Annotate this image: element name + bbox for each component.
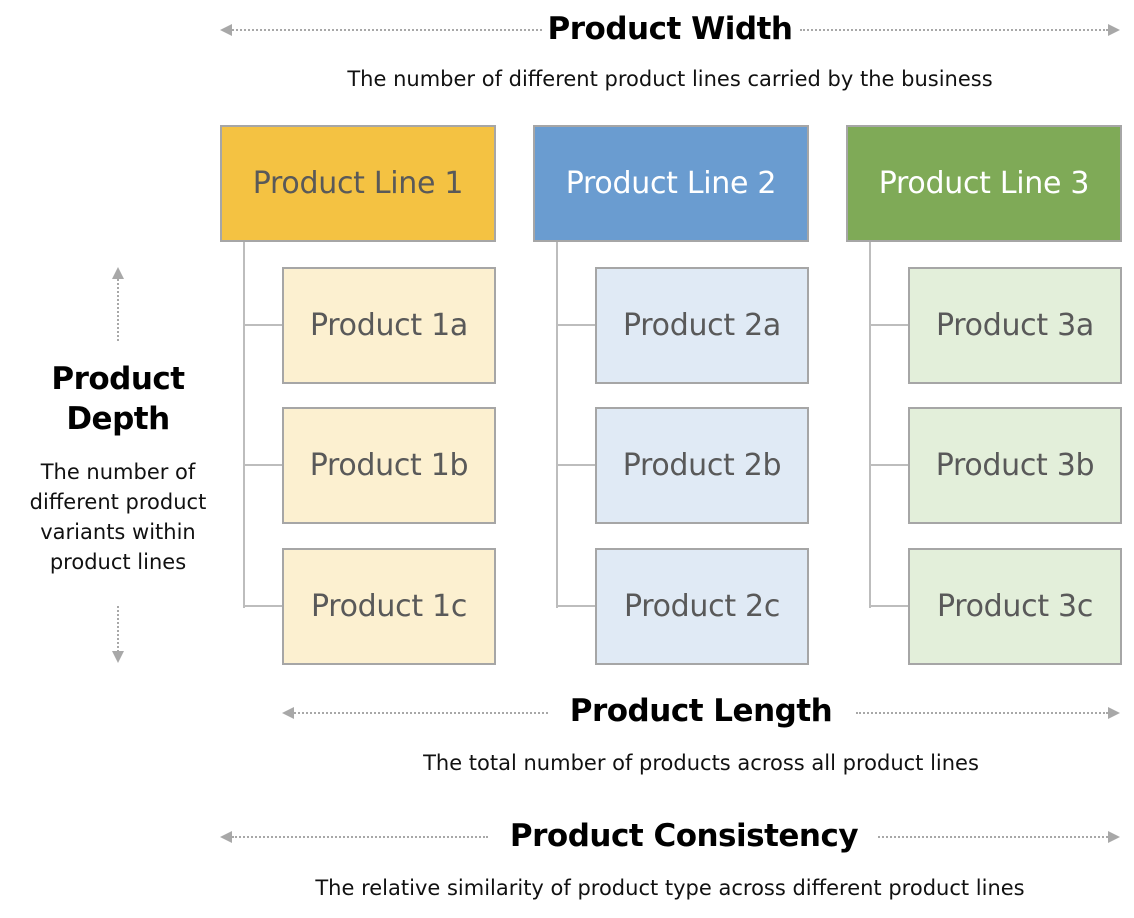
tree-connector-horizontal [243, 324, 283, 326]
product-length-description: The total number of products across all … [423, 751, 979, 775]
tree-connector-horizontal [556, 605, 596, 607]
arrow-up-icon [112, 267, 124, 279]
tree-connector-vertical [869, 242, 871, 608]
product-depth-title-line2: Depth [66, 401, 170, 437]
dotted-line [878, 836, 1108, 838]
tree-connector-horizontal [556, 464, 596, 466]
product-box: Product 1a [282, 267, 496, 384]
arrow-left-icon [282, 707, 294, 719]
dotted-line [117, 279, 119, 341]
product-depth-title-line1: Product [51, 361, 185, 397]
dotted-line [800, 29, 1108, 31]
product-width-description: The number of different product lines ca… [347, 67, 993, 91]
arrow-right-icon [1108, 831, 1120, 843]
product-line-header: Product Line 1 [220, 125, 496, 242]
product-length-title: Product Length [569, 693, 833, 729]
product-consistency-title: Product Consistency [509, 818, 859, 854]
tree-connector-horizontal [869, 324, 909, 326]
product-box: Product 2b [595, 407, 809, 524]
dotted-line [232, 29, 542, 31]
tree-connector-horizontal [869, 464, 909, 466]
product-depth-description-line: product lines [49, 550, 187, 574]
product-line-header: Product Line 3 [846, 125, 1122, 242]
tree-connector-horizontal [556, 324, 596, 326]
arrow-left-icon [220, 831, 232, 843]
arrow-down-icon [112, 651, 124, 663]
arrow-right-icon [1108, 707, 1120, 719]
dotted-line [856, 712, 1108, 714]
arrow-right-icon [1108, 24, 1120, 36]
product-box: Product 3c [908, 548, 1122, 665]
tree-connector-horizontal [243, 464, 283, 466]
dotted-line [117, 606, 119, 652]
product-depth-description-line: different product [29, 490, 207, 514]
product-consistency-description: The relative similarity of product type … [315, 876, 1025, 900]
product-depth-description-line: variants within [40, 520, 196, 544]
dotted-line [232, 836, 488, 838]
tree-connector-vertical [556, 242, 558, 608]
product-box: Product 2c [595, 548, 809, 665]
product-box: Product 1b [282, 407, 496, 524]
tree-connector-horizontal [869, 605, 909, 607]
product-box: Product 3b [908, 407, 1122, 524]
product-depth-description-line: The number of [40, 460, 196, 484]
product-box: Product 2a [595, 267, 809, 384]
arrow-left-icon [220, 24, 232, 36]
product-box: Product 3a [908, 267, 1122, 384]
product-box: Product 1c [282, 548, 496, 665]
tree-connector-vertical [243, 242, 245, 608]
dotted-line [294, 712, 548, 714]
product-line-header: Product Line 2 [533, 125, 809, 242]
product-width-title: Product Width [547, 11, 793, 47]
tree-connector-horizontal [243, 605, 283, 607]
